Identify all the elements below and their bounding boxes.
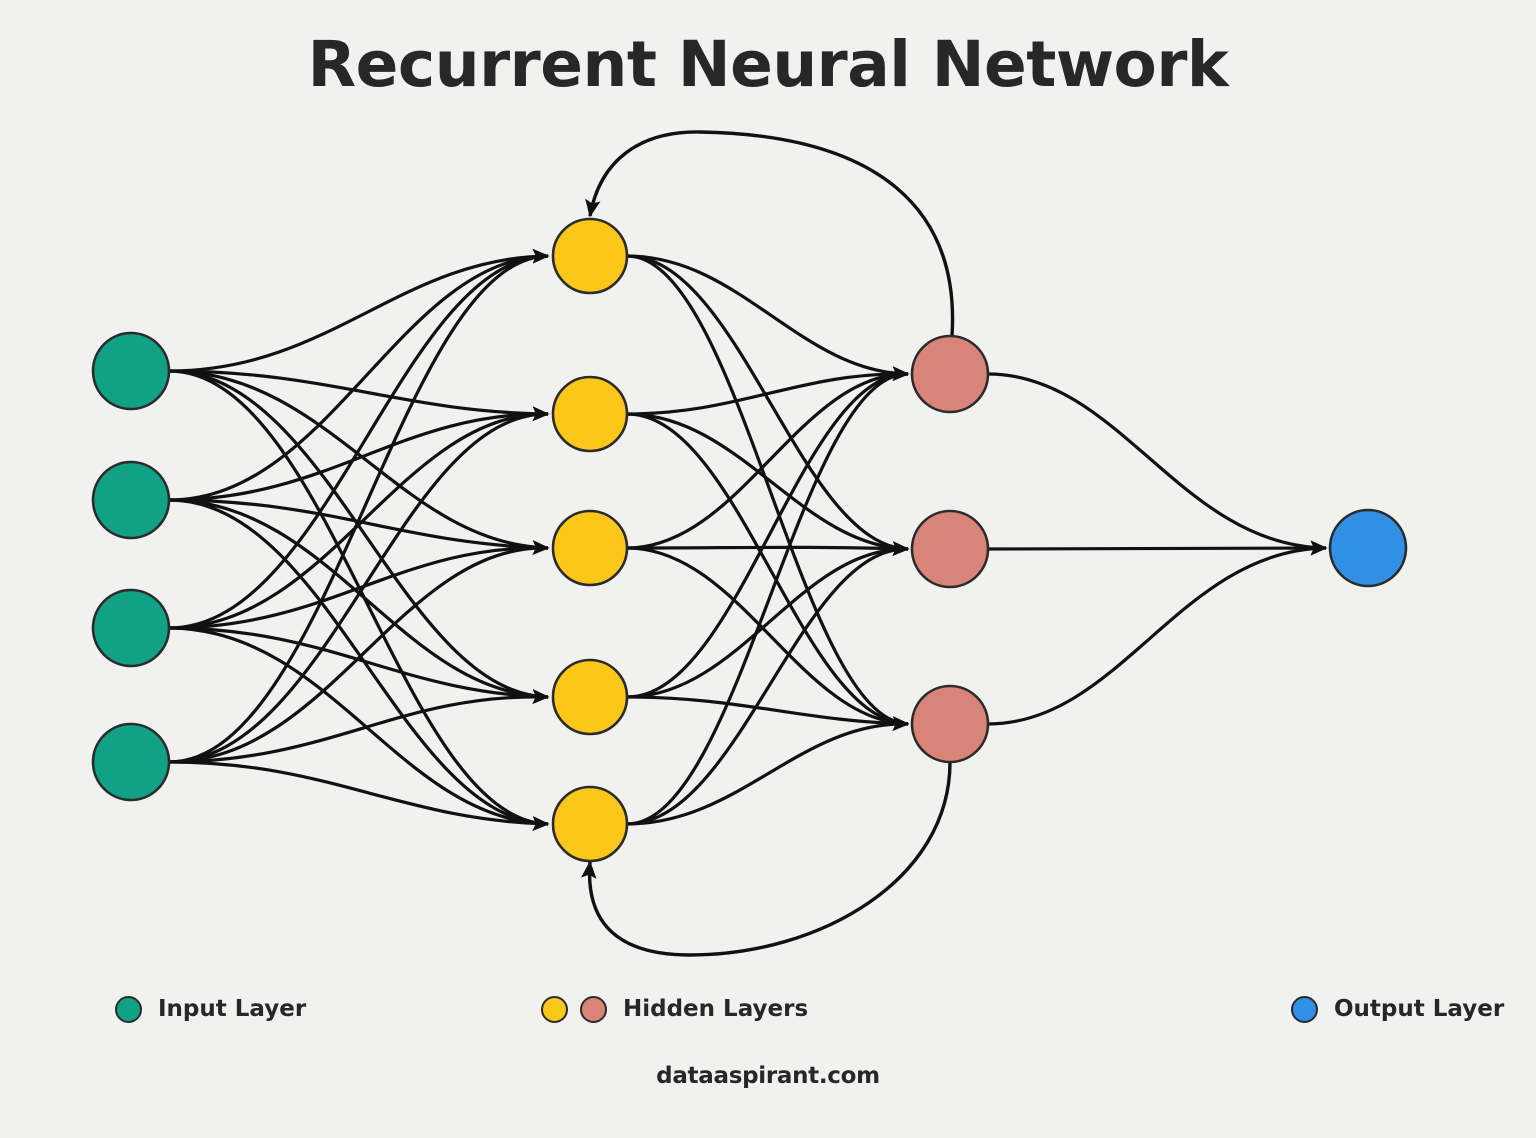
layer-hidden1-nodes	[551, 217, 629, 863]
legend-swatch-hidden-yellow	[541, 995, 568, 1023]
hidden2-node-3[interactable]	[910, 684, 990, 764]
layer-hidden2-nodes	[910, 334, 990, 764]
edges-hidden2-to-output	[987, 372, 1328, 726]
legend-item-input-layer: Input Layer	[115, 992, 306, 1026]
edges-hidden1-to-hidden2	[626, 254, 910, 826]
input-node-3[interactable]	[91, 588, 171, 668]
layer-input-nodes	[91, 331, 171, 802]
hidden2-node-1[interactable]	[910, 334, 990, 414]
hidden2-node-2[interactable]	[910, 509, 990, 589]
hidden1-node-3[interactable]	[551, 509, 629, 587]
legend-label-hidden: Hidden Layers	[623, 996, 809, 1022]
layer-output-nodes	[1328, 508, 1408, 588]
hidden1-node-1[interactable]	[551, 217, 629, 295]
input-node-4[interactable]	[91, 722, 171, 802]
legend-label-input: Input Layer	[158, 996, 307, 1022]
input-node-2[interactable]	[91, 460, 171, 540]
legend-item-output-layer: Output Layer	[1291, 992, 1504, 1026]
legend-item-hidden-layers: Hidden Layers	[541, 992, 808, 1026]
page-title: Recurrent Neural Network	[307, 28, 1229, 101]
recurrent-edge-top	[585, 130, 955, 337]
hidden1-node-2[interactable]	[551, 375, 629, 453]
output-node-1[interactable]	[1328, 508, 1408, 588]
input-node-1[interactable]	[91, 331, 171, 411]
legend-swatch-hidden-salmon	[580, 995, 607, 1023]
legend-swatch-output	[1291, 995, 1318, 1023]
hidden1-node-4[interactable]	[551, 658, 629, 736]
edges-recurrent	[580, 130, 955, 957]
footer-attribution: dataaspirant.com	[656, 1063, 880, 1089]
hidden1-node-5[interactable]	[551, 785, 629, 863]
edges-input-to-hidden1	[168, 248, 550, 831]
legend-label-output: Output Layer	[1334, 996, 1505, 1022]
legend-swatch-input	[115, 995, 142, 1023]
recurrent-edge-bottom	[580, 761, 952, 957]
